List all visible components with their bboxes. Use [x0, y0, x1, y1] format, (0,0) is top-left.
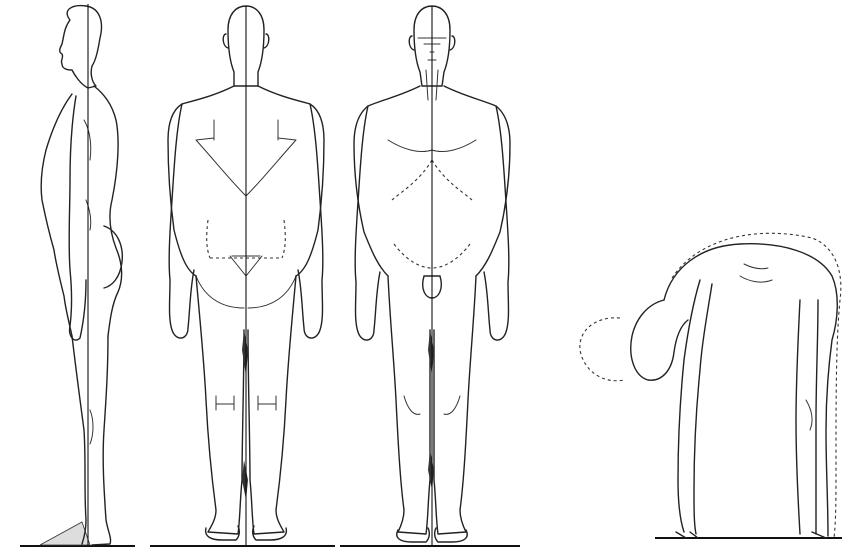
front-view-figure — [340, 6, 520, 546]
front-view-shin-marks — [428, 330, 434, 490]
forward-bend-legs — [796, 300, 818, 534]
side-view-leg-back — [92, 336, 111, 545]
forward-bend-detail-lines — [740, 264, 812, 430]
forward-bend-back-outline — [664, 244, 837, 536]
front-view-left-arm — [355, 106, 380, 340]
forward-bend-arm-back — [694, 284, 712, 534]
forward-bend-figure — [580, 233, 842, 538]
side-view-back-outline — [94, 86, 122, 336]
back-view-figure — [150, 6, 335, 546]
front-view-right-arm — [484, 106, 509, 340]
side-view-front-outline — [41, 94, 72, 336]
side-view-head — [60, 6, 102, 88]
forward-bend-head-outline-dashed — [580, 318, 624, 381]
side-view-leg-front — [72, 336, 86, 544]
forward-bend-head — [631, 300, 688, 380]
side-view-arm — [69, 96, 86, 340]
side-view-figure — [20, 4, 135, 546]
